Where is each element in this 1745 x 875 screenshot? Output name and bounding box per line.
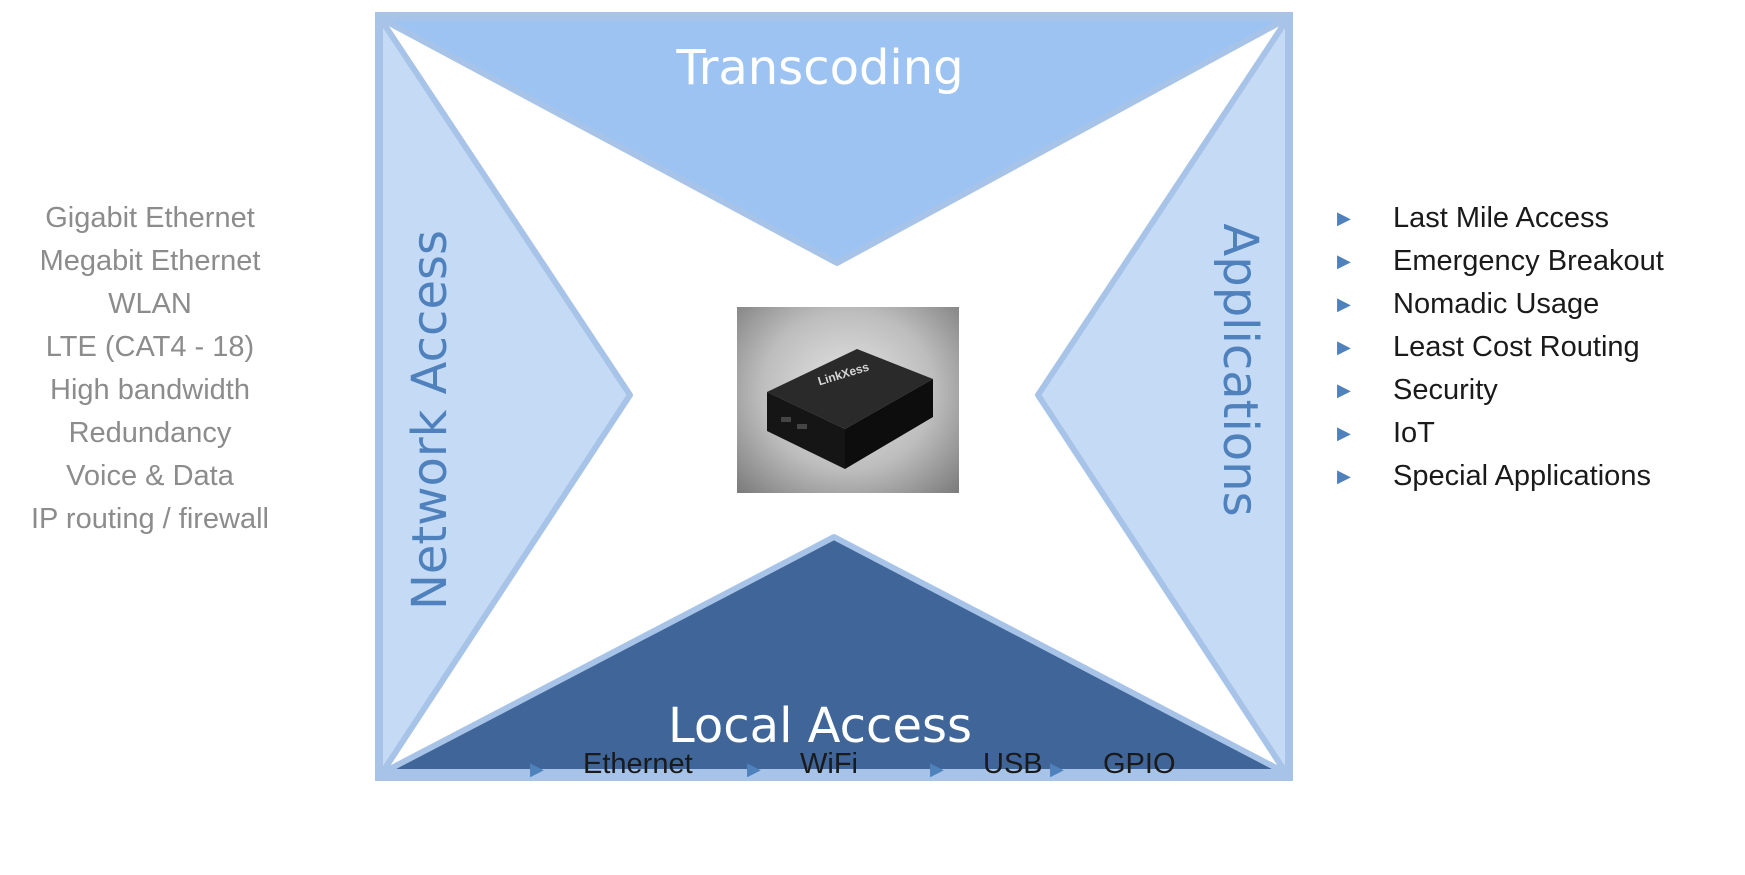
local-access-label: Local Access [668,698,972,754]
local-access-triangle [381,534,1287,775]
list-item: ▶ Special Applications [1337,455,1664,498]
list-item-label: Last Mile Access [1393,202,1609,234]
bullet-arrow-icon: ▶ [1050,759,1064,779]
list-item-label: Least Cost Routing [1393,331,1640,363]
left-list-item: Redundancy [68,417,232,449]
bullet-arrow-icon: ▶ [1337,208,1351,228]
transcoding-label: Transcoding [676,40,964,96]
list-item-label: Nomadic Usage [1393,288,1600,320]
left-list-item: High bandwidth [50,374,250,406]
list-item: ▶ Nomadic Usage [1337,283,1664,326]
left-list-item: WLAN [108,288,192,320]
list-item: ▶ Last Mile Access [1337,197,1664,240]
list-item-label: USB [983,748,1043,780]
list-item: ▶ Security [1337,369,1664,412]
applications-list: ▶ Last Mile Access ▶ Emergency Breakout ▶ N… [1337,197,1664,498]
linkxess-device-image: LinkXess [737,307,959,493]
left-list-item: IP routing / firewall [30,503,270,535]
list-item-label: Special Applications [1393,460,1651,492]
applications-label: Applications [1212,223,1268,517]
bullet-arrow-icon: ▶ [1337,294,1351,314]
bullet-arrow-icon: ▶ [747,759,761,779]
left-list-item: Gigabit Ethernet [45,202,255,234]
left-list-item: LTE (CAT4 - 18) [45,331,255,363]
bullet-arrow-icon: ▶ [1337,423,1351,443]
list-item: ▶ Least Cost Routing [1337,326,1664,369]
list-item-label: Security [1393,374,1498,406]
bullet-arrow-icon: ▶ [530,759,544,779]
list-item-label: WiFi [800,748,858,780]
bullet-arrow-icon: ▶ [1337,466,1351,486]
list-item-label: Ethernet [583,748,693,780]
network-access-list: Gigabit Ethernet Megabit Ethernet WLAN L… [0,197,300,541]
list-item-label: GPIO [1103,748,1176,780]
bullet-arrow-icon: ▶ [1337,380,1351,400]
network-access-label: Network Access [402,230,458,610]
left-list-item: Voice & Data [66,460,234,492]
list-item-label: Emergency Breakout [1393,245,1664,277]
bullet-arrow-icon: ▶ [1337,337,1351,357]
frame-outline [375,12,1293,781]
left-list-item: Megabit Ethernet [39,245,261,277]
list-item: ▶ Emergency Breakout [1337,240,1664,283]
bullet-arrow-icon: ▶ [1337,251,1351,271]
list-item-label: IoT [1393,417,1435,449]
bullet-arrow-icon: ▶ [930,759,944,779]
device-icon [767,349,933,469]
list-item: ▶ IoT [1337,412,1664,455]
